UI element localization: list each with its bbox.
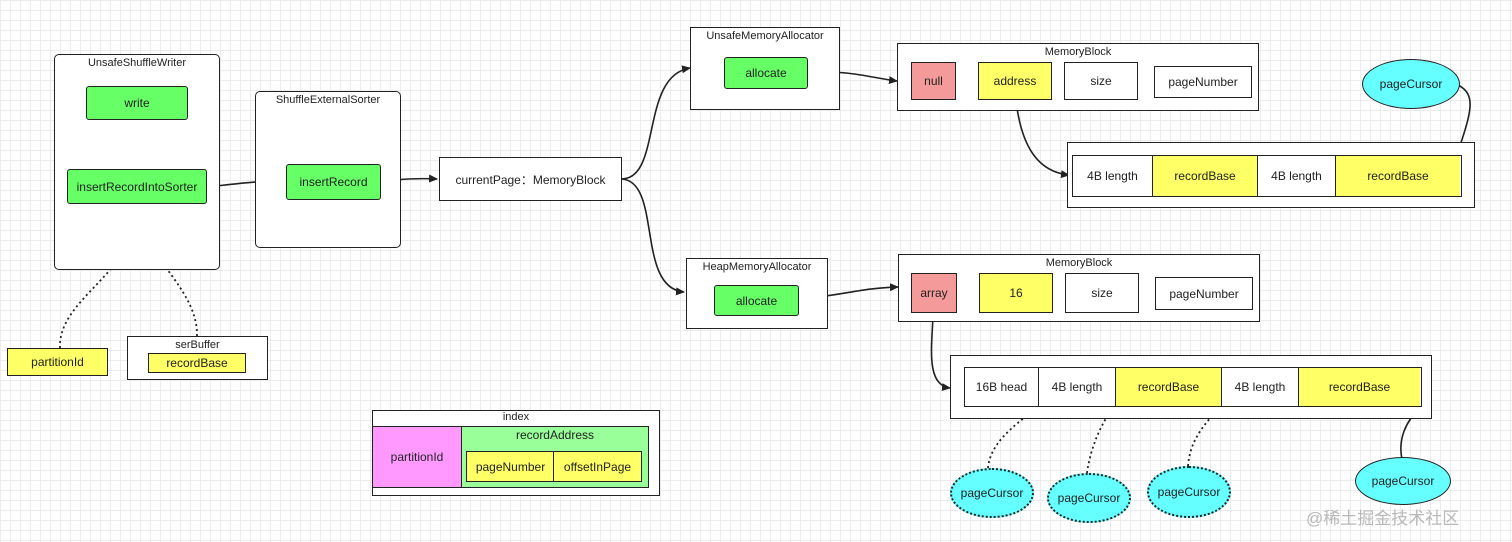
heap-memory-allocator-title: HeapMemoryAllocator [702, 261, 812, 273]
index-page-number: pageNumber [466, 451, 555, 482]
memory-block-top-size: size [1064, 62, 1138, 100]
index-partition-id: partitionId [373, 426, 462, 488]
memory-block-bottom: MemoryBlock array 16 size pageNumber [898, 254, 1260, 322]
page-bottom-head: 16B head [965, 368, 1038, 406]
arrow-address-to-page [1015, 100, 1070, 179]
index-title: index [502, 411, 530, 423]
dotted-cursor1-to-page [987, 407, 1038, 469]
write-node[interactable]: write [86, 86, 188, 120]
page-top-length-2: 4B length [1257, 156, 1335, 196]
shuffle-external-sorter-container: ShuffleExternalSorter insertRecord [255, 91, 401, 248]
page-top-container: 4B length recordBase 4B length recordBas… [1067, 142, 1475, 208]
memory-block-bottom-size: size [1065, 273, 1139, 313]
memory-block-top-title: MemoryBlock [1044, 46, 1112, 58]
memory-block-top-page-number: pageNumber [1154, 66, 1252, 98]
unsafe-memory-allocator-container: UnsafeMemoryAllocator allocate [690, 27, 840, 110]
insert-record-into-sorter-node[interactable]: insertRecordIntoSorter [67, 169, 207, 204]
ser-buffer-title: serBuffer [175, 339, 220, 351]
heap-allocate-node[interactable]: allocate [714, 285, 799, 316]
page-cursor-4[interactable]: pageCursor [1355, 457, 1451, 505]
unsafe-shuffle-writer-title: UnsafeShuffleWriter [87, 57, 187, 69]
page-bottom-row: 16B head 4B length recordBase 4B length … [964, 367, 1422, 407]
index-offset-in-page: offsetInPage [553, 451, 642, 482]
unsafe-memory-allocator-title: UnsafeMemoryAllocator [706, 30, 824, 42]
index-container: index partitionId recordAddress pageNumb… [372, 410, 660, 496]
index-record-address-title: recordAddress [515, 428, 595, 442]
page-cursor-top[interactable]: pageCursor [1362, 59, 1460, 109]
page-bottom-length-1: 4B length [1038, 368, 1115, 406]
current-page-node[interactable]: currentPage：MemoryBlock [439, 157, 622, 201]
page-top-record-base-2: recordBase [1335, 156, 1460, 196]
index-record-address: recordAddress pageNumber offsetInPage [461, 426, 649, 488]
memory-block-top-address: address [978, 62, 1052, 100]
page-bottom-record-base-1: recordBase [1115, 368, 1221, 406]
page-cursor-1[interactable]: pageCursor [950, 468, 1034, 518]
memory-block-top-null: null [911, 62, 956, 100]
ser-buffer-record-base: recordBase [148, 353, 246, 373]
memory-block-bottom-page-number: pageNumber [1155, 277, 1253, 310]
memory-block-bottom-array: array [911, 273, 957, 313]
insert-record-node[interactable]: insertRecord [286, 164, 381, 200]
page-bottom-container: 16B head 4B length recordBase 4B length … [950, 355, 1432, 419]
memory-block-bottom-16: 16 [979, 273, 1053, 313]
shuffle-external-sorter-title: ShuffleExternalSorter [275, 94, 381, 106]
page-top-row: 4B length recordBase 4B length recordBas… [1072, 155, 1462, 197]
unsafe-allocate-node[interactable]: allocate [724, 57, 808, 89]
dotted-cursor2-to-page [1086, 407, 1114, 474]
arrow-currentpage-to-heap [621, 178, 685, 296]
arrow-currentpage-to-unsafe [621, 65, 691, 180]
memory-block-top: MemoryBlock null address size pageNumber [897, 43, 1259, 111]
page-bottom-record-base-2: recordBase [1298, 368, 1420, 406]
page-bottom-length-2: 4B length [1221, 368, 1298, 406]
ser-buffer-container: serBuffer recordBase [127, 336, 268, 380]
page-cursor-3[interactable]: pageCursor [1147, 466, 1231, 518]
memory-block-bottom-title: MemoryBlock [1045, 257, 1113, 269]
unsafe-shuffle-writer-container: UnsafeShuffleWriter write insertRecordIn… [54, 54, 220, 270]
heap-memory-allocator-container: HeapMemoryAllocator allocate [686, 258, 828, 329]
page-top-length-1: 4B length [1073, 156, 1152, 196]
watermark: @稀土掘金技术社区 [1306, 509, 1460, 528]
page-cursor-2[interactable]: pageCursor [1047, 473, 1131, 523]
arrow-array-to-page [930, 311, 951, 392]
partition-id-node[interactable]: partitionId [7, 348, 108, 376]
page-top-record-base-1: recordBase [1152, 156, 1257, 196]
